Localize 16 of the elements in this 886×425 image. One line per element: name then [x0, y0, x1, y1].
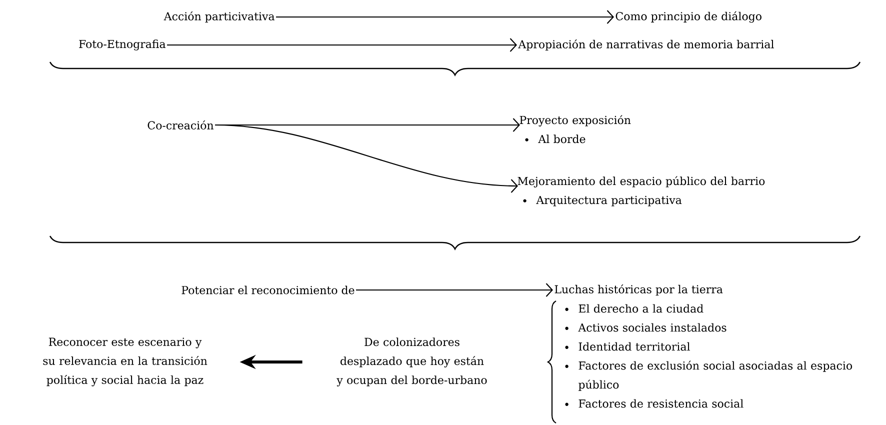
text-label: De colonizadores desplazado que hoy están y ocupan del borde-urbano	[336, 338, 487, 386]
arrow	[214, 124, 518, 193]
text-label: Como principio de diálogo	[616, 11, 762, 23]
arrow	[276, 10, 614, 24]
text-label: El derecho a la ciudad Activos sociales instalados Identidad territorial Factores de exclusión social asociadas al espacio público Factores de resistencia social	[565, 304, 852, 408]
text-label: Reconocer este escenario y su relevancia en la transición política y social hacia la paz	[43, 338, 208, 386]
arrow	[167, 38, 517, 52]
text-label: Foto-Etnografia	[79, 40, 166, 50]
text-label: Mejoramiento del espacio público del barrio Arquitectura participativa	[518, 176, 765, 206]
text-label: Apropiación de narrativas de memoria barrial	[518, 39, 774, 51]
text-label: Acción particivativa	[164, 11, 274, 23]
text-label: Co-creación	[148, 120, 214, 130]
text-label: Proyecto exposición Al borde	[520, 115, 631, 144]
text-label: Potenciar el reconocimiento de	[182, 286, 354, 294]
arrow	[356, 283, 553, 297]
text-label: Luchas históricas por la tierra	[554, 284, 723, 296]
